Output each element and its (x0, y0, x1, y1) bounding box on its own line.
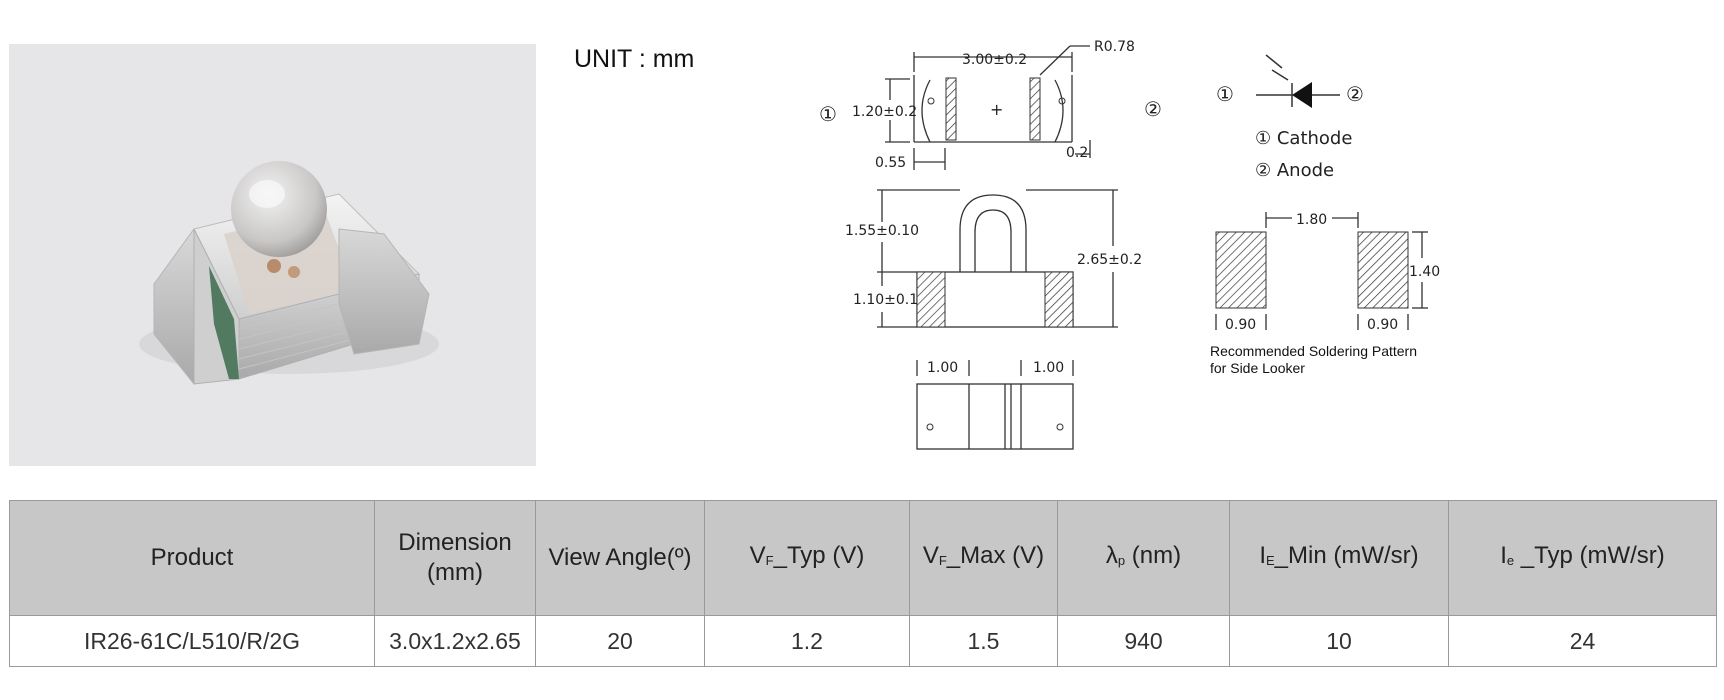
lens-height-dim: 1.55±0.10 (845, 223, 919, 239)
cell-ie-min: 10 (1229, 615, 1449, 667)
cell-product: IR26-61C/L510/R/2G (9, 615, 375, 667)
top-height-dim: 1.20±0.2 (852, 104, 917, 120)
solder-spacing-dim: 1.80 (1296, 212, 1327, 228)
cell-vf-max: 1.5 (909, 615, 1058, 667)
top-right-offset-dim: 0.2 (1066, 145, 1088, 161)
bottom-pad-left-dim: 1.00 (927, 360, 958, 376)
cathode-label: ① Cathode (1255, 128, 1352, 149)
header-ie-typ: Ie _Typ (mW/sr) (1448, 500, 1717, 616)
solder-caption-line2: for Side Looker (1210, 360, 1305, 376)
table-header-row: Product Dimension(mm) View Angle(º) VF_T… (9, 500, 1717, 616)
schematic-pin1: ① (1216, 82, 1234, 106)
anode-label: ② Anode (1255, 160, 1334, 181)
header-vf-max: VF_Max (V) (909, 500, 1058, 616)
top-left-offset-dim: 0.55 (875, 155, 906, 171)
solder-pad-height-dim: 1.40 (1409, 264, 1440, 280)
top-radius-dim: R0.78 (1094, 39, 1135, 55)
cell-vf-typ: 1.2 (704, 615, 910, 667)
unit-label: UNIT : mm (574, 45, 695, 73)
solder-caption-line1: Recommended Soldering Pattern (1210, 343, 1417, 359)
header-view-angle: View Angle(º) (535, 500, 705, 616)
bottom-pad-right-dim: 1.00 (1033, 360, 1064, 376)
table-row: IR26-61C/L510/R/2G 3.0x1.2x2.65 20 1.2 1… (9, 615, 1717, 667)
spec-table: Product Dimension(mm) View Angle(º) VF_T… (9, 500, 1717, 667)
product-photo (9, 44, 536, 466)
header-vf-typ: VF_Typ (V) (704, 500, 910, 616)
header-dimension: Dimension(mm) (374, 500, 536, 616)
cell-ie-typ: 24 (1448, 615, 1717, 667)
plus-mark: + (990, 100, 1003, 119)
solder-pad-width-right-dim: 0.90 (1367, 317, 1398, 333)
solder-pad-width-left-dim: 0.90 (1225, 317, 1256, 333)
technical-drawings: ① ② 3.00±0.2 R0.78 1.20±0.2 0.55 0.2 + 1… (819, 39, 1440, 450)
total-height-dim: 2.65±0.2 (1077, 252, 1142, 268)
schematic-pin2: ② (1346, 82, 1364, 106)
top-pin2-label: ② (1144, 97, 1162, 121)
top-pin1-label: ① (819, 102, 837, 126)
cell-wavelength: 940 (1057, 615, 1230, 667)
header-ie-min: IE_Min (mW/sr) (1229, 500, 1449, 616)
cell-view-angle: 20 (535, 615, 705, 667)
top-width-dim: 3.00±0.2 (962, 52, 1027, 68)
cell-dimension: 3.0x1.2x2.65 (374, 615, 536, 667)
header-wavelength: λp (nm) (1057, 500, 1230, 616)
header-product: Product (9, 500, 375, 616)
body-height-dim: 1.10±0.1 (853, 292, 918, 308)
